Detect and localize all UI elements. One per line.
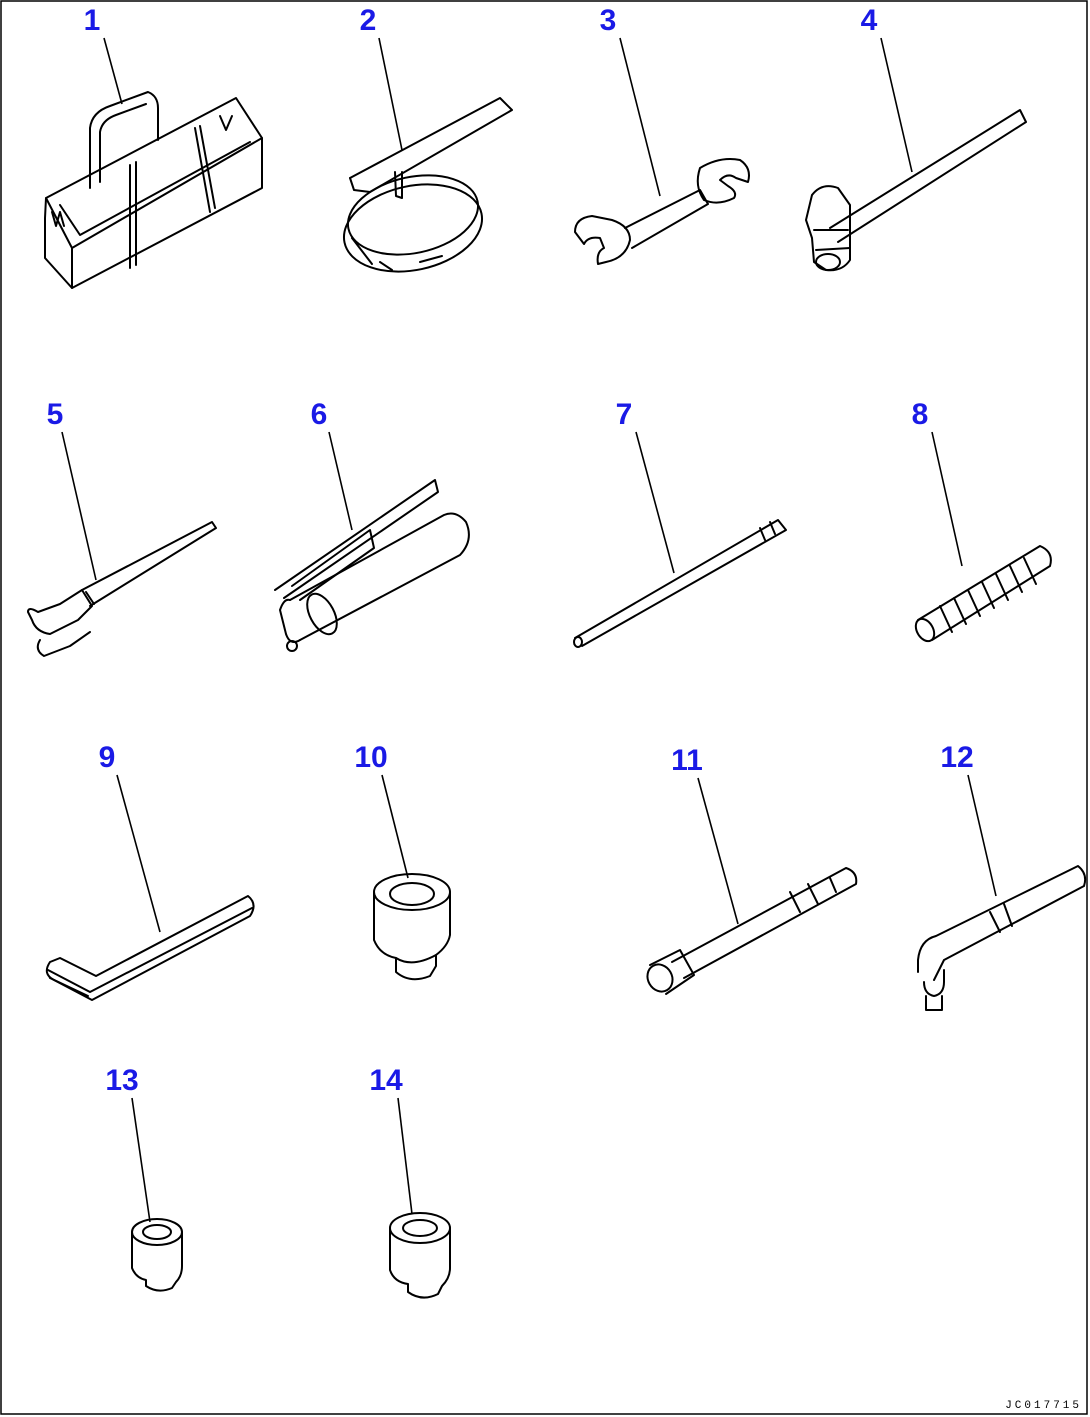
callout-4[interactable]: 4 [861,4,878,37]
part-4-hammer-icon[interactable] [805,109,1027,272]
callout-13[interactable]: 13 [105,1064,138,1097]
callout-10[interactable]: 10 [354,741,387,774]
callout-8[interactable]: 8 [912,398,929,431]
callout-3[interactable]: 3 [600,4,617,37]
part-5-pry-bar-icon[interactable] [27,521,217,657]
part-6-grease-gun-icon[interactable] [274,479,470,652]
callout-14[interactable]: 14 [369,1064,403,1097]
callout-9[interactable]: 9 [99,741,116,774]
callout-12[interactable]: 12 [940,741,973,774]
part-12-l-handle-icon[interactable] [917,865,1087,1011]
callout-5[interactable]: 5 [47,398,64,431]
callout-1[interactable]: 1 [84,4,101,37]
part-8-nozzle-hose-icon[interactable] [912,545,1052,644]
part-11-extension-bar-icon[interactable] [643,867,858,996]
part-10-socket-icon[interactable] [373,873,451,981]
part-9-hex-key-icon[interactable] [45,895,255,1001]
callout-labels: 1 2 3 4 5 6 7 8 9 10 11 12 13 14 [47,4,974,1097]
part-1-tool-bag-icon[interactable] [44,91,263,289]
leader-lines [61,37,997,1223]
part-13-small-socket-icon[interactable] [131,1218,183,1292]
drawing-code: JC017715 [1005,1400,1082,1412]
part-3-open-end-wrench-icon[interactable] [574,158,750,265]
part-7-bar-icon[interactable] [573,519,787,648]
part-2-filter-wrench-icon[interactable] [336,97,513,284]
part-14-socket-icon[interactable] [389,1212,451,1299]
callout-11[interactable]: 11 [671,744,703,777]
callout-7[interactable]: 7 [616,398,633,431]
callout-2[interactable]: 2 [360,4,377,37]
callout-6[interactable]: 6 [311,398,328,431]
